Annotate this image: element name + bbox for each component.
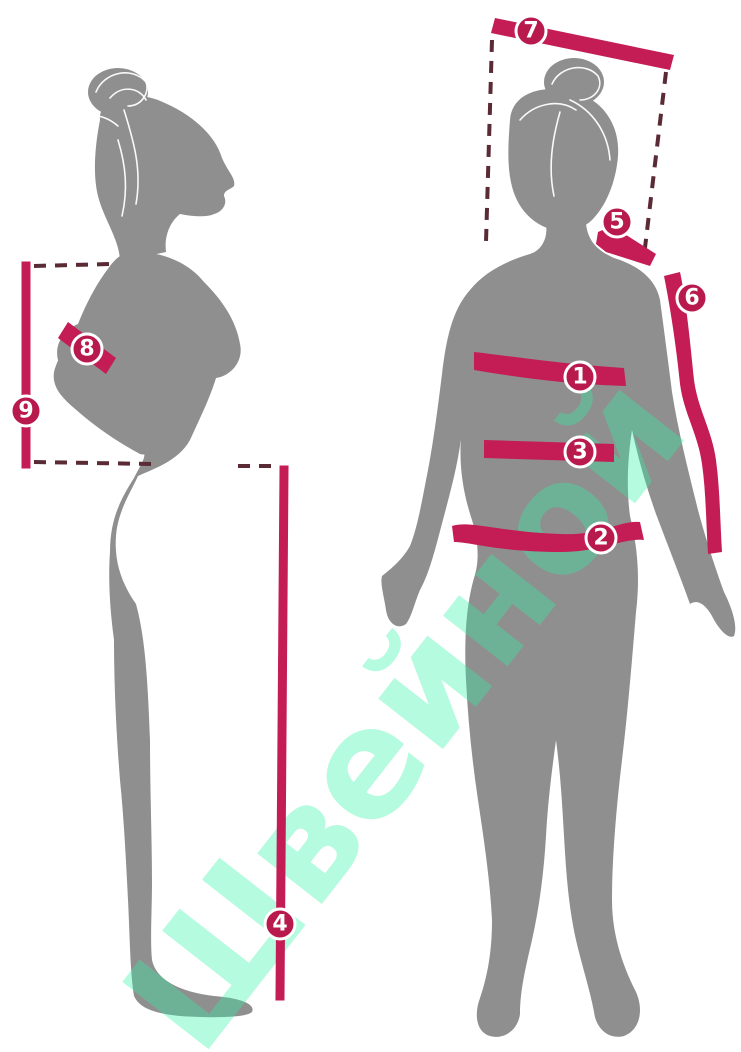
marker-badge-2: 2 (586, 523, 616, 553)
marker-badge-1: 1 (565, 362, 595, 392)
marker-label-2: 2 (593, 526, 608, 551)
marker-label-9: 9 (18, 399, 33, 424)
marker-badge-5: 5 (602, 207, 632, 237)
marker-badge-7: 7 (516, 16, 546, 46)
marker-label-1: 1 (572, 365, 587, 390)
marker-badge-6: 6 (677, 283, 707, 313)
marker-label-8: 8 (79, 337, 94, 362)
marker-label-4: 4 (272, 912, 287, 937)
marker-label-7: 7 (523, 19, 538, 44)
marker-badge-8: 8 (72, 334, 102, 364)
marker-badge-9: 9 (11, 396, 41, 426)
marker-label-5: 5 (609, 210, 624, 235)
marker-label-6: 6 (684, 286, 699, 311)
marker-badge-4: 4 (265, 909, 295, 939)
marker-badge-3: 3 (565, 437, 595, 467)
marker-label-3: 3 (572, 440, 587, 465)
